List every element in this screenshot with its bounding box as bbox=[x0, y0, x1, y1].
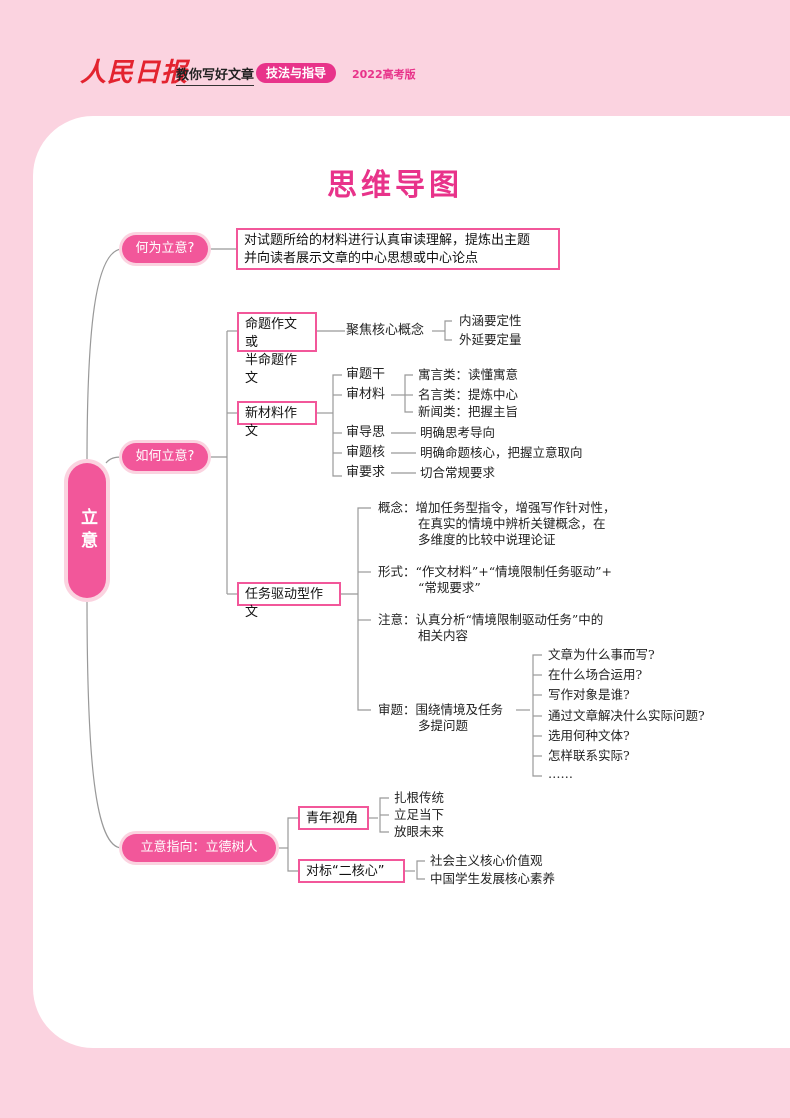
cailiao-item-1: 寓言类：读懂寓意 bbox=[418, 367, 519, 382]
branch-how-to-liyi: 如何立意? bbox=[122, 443, 208, 471]
review-line-1: 审题：围绕情境及任务 bbox=[378, 702, 504, 717]
focus-core-concept: 聚焦核心概念 bbox=[346, 323, 425, 338]
content-panel bbox=[33, 116, 790, 1048]
shen-daosi: 审导思 bbox=[346, 425, 386, 440]
focus-item-1: 内涵要定性 bbox=[459, 313, 522, 328]
root-node-liyi: 立意 bbox=[68, 463, 106, 598]
branch-direction: 立意指向：立德树人 bbox=[122, 834, 276, 862]
definition-line-2: 并向读者展示文章的中心思想或中心论点 bbox=[244, 251, 479, 266]
shen-tihe: 审题核 bbox=[346, 445, 386, 460]
form-line-1: 形式：“作文材料”+“情境限制任务驱动”+ bbox=[378, 564, 613, 579]
brand-logo: 人民日报 bbox=[80, 58, 189, 88]
question-3: 写作对象是谁? bbox=[548, 687, 630, 702]
node-mingti-zuowen: 命题作文或 半命题作文 bbox=[237, 312, 317, 386]
question-7: …… bbox=[548, 766, 573, 781]
node-xin-cailiao: 新材料作文 bbox=[237, 401, 317, 439]
definition-box: 对试题所给的材料进行认真审读理解，提炼出主题 并向读者展示文章的中心思想或中心论… bbox=[236, 228, 560, 270]
page-title: 思维导图 bbox=[327, 168, 463, 203]
concept-line-3: 多维度的比较中说理论证 bbox=[418, 532, 556, 547]
review-line-2: 多提问题 bbox=[418, 718, 469, 733]
form-line-2: “常规要求” bbox=[418, 580, 481, 595]
question-1: 文章为什么事而写? bbox=[548, 647, 655, 662]
node-two-cores: 对标“二核心” bbox=[298, 859, 405, 883]
concept-line-1: 概念：增加任务型指令，增强写作针对性， bbox=[378, 500, 616, 515]
node-mingti-line-1: 命题作文或 bbox=[245, 317, 298, 350]
daosi-item: 明确思考导向 bbox=[420, 425, 496, 440]
shen-yaoqiu: 审要求 bbox=[346, 465, 386, 480]
shen-cailiao: 审材料 bbox=[346, 387, 386, 402]
node-renwu-qudong: 任务驱动型作文 bbox=[237, 582, 341, 620]
core-item-1: 社会主义核心价值观 bbox=[430, 853, 543, 868]
cailiao-item-2: 名言类：提炼中心 bbox=[418, 387, 519, 402]
definition-line-1: 对试题所给的材料进行认真审读理解，提炼出主题 bbox=[244, 233, 531, 248]
edition-label: 2022高考版 bbox=[352, 68, 416, 81]
tihe-item: 明确命题核心，把握立意取向 bbox=[420, 445, 583, 460]
yaoqiu-item: 切合常规要求 bbox=[420, 465, 496, 480]
branch-what-is-liyi: 何为立意? bbox=[122, 235, 208, 263]
cailiao-item-3: 新闻类：把握主旨 bbox=[418, 404, 519, 419]
question-6: 怎样联系实际? bbox=[548, 748, 630, 763]
concept-line-2: 在真实的情境中辨析关键概念，在 bbox=[418, 516, 606, 531]
youth-item-2: 立足当下 bbox=[394, 807, 445, 822]
question-4: 通过文章解决什么实际问题? bbox=[548, 708, 705, 723]
core-item-2: 中国学生发展核心素养 bbox=[430, 871, 556, 886]
question-2: 在什么场合运用? bbox=[548, 667, 643, 682]
note-line-2: 相关内容 bbox=[418, 628, 469, 643]
question-5: 选用何种文体? bbox=[548, 728, 630, 743]
youth-item-1: 扎根传统 bbox=[394, 790, 445, 805]
page-header: 人民日报 教你写好文章 技法与指导 2022高考版 bbox=[0, 0, 790, 110]
focus-item-2: 外延要定量 bbox=[459, 332, 522, 347]
brand-subtitle: 教你写好文章 bbox=[176, 64, 255, 86]
section-tag: 技法与指导 bbox=[256, 63, 336, 83]
youth-item-3: 放眼未来 bbox=[394, 824, 445, 839]
node-youth-view: 青年视角 bbox=[298, 806, 369, 830]
node-mingti-line-2: 半命题作文 bbox=[245, 353, 298, 386]
note-line-1: 注意：认真分析“情境限制驱动任务”中的 bbox=[378, 612, 604, 627]
shen-tigan: 审题干 bbox=[346, 367, 386, 382]
